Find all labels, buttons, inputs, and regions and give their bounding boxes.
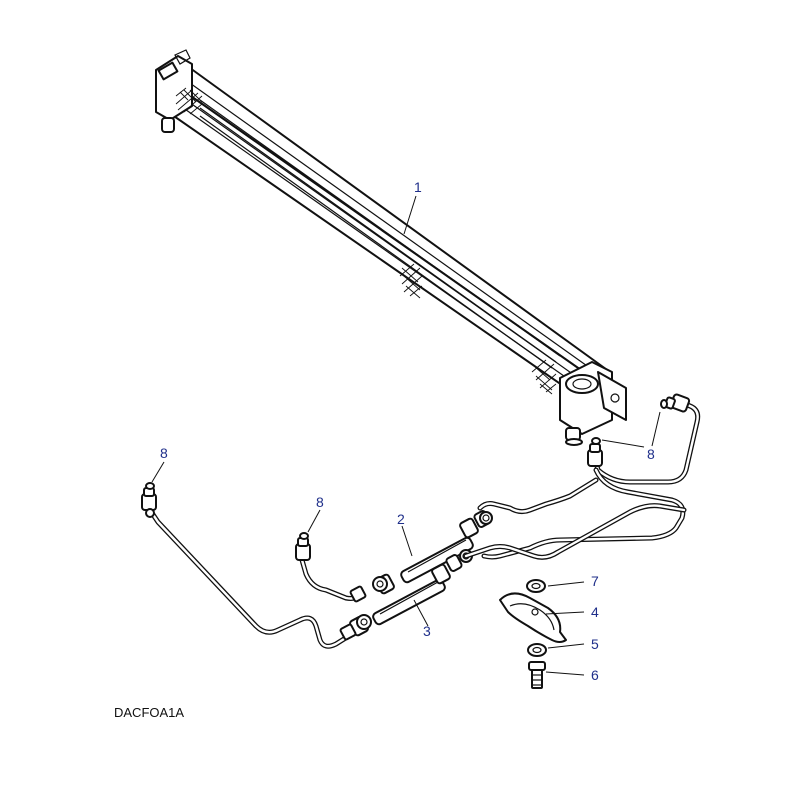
- callout-6: 6: [591, 667, 599, 683]
- callouts: 1 2 3 4 5 6 7 8 8 8: [160, 179, 655, 683]
- pipe-left-fitting: [141, 487, 157, 518]
- pipe-middle: [463, 503, 687, 560]
- leader-8c: [307, 509, 321, 533]
- leader-5: [547, 643, 585, 649]
- leader-8a: [651, 411, 661, 447]
- diagram-code: DACFOA1A: [114, 705, 184, 720]
- hose-lower: [349, 549, 473, 637]
- pipe-short-nut: [349, 585, 367, 603]
- o-ring-middle-left: [299, 532, 309, 540]
- leader-2: [401, 525, 413, 557]
- callout-7: 7: [591, 573, 599, 589]
- clamp-bracket: [499, 592, 567, 643]
- hose-upper: [372, 510, 493, 595]
- fin-hatch-right: [531, 359, 557, 395]
- o-ring-cooler-outlet: [591, 437, 601, 445]
- bolt: [528, 661, 546, 689]
- o-ring-left: [145, 482, 155, 490]
- callout-8-right: 8: [647, 446, 655, 462]
- pipe-long-nut: [339, 623, 357, 641]
- leader-lines: [151, 195, 661, 676]
- leader-6: [545, 671, 585, 676]
- fin-hatch-middle: [399, 263, 423, 299]
- leader-8a-b: [601, 439, 645, 448]
- leader-8b: [151, 461, 165, 483]
- leader-4: [545, 611, 585, 615]
- leader-1: [403, 195, 417, 235]
- callout-8-left: 8: [160, 445, 168, 461]
- leader-7: [547, 581, 585, 587]
- cooler-pipe-upper: [593, 399, 701, 485]
- callout-8-middle: 8: [316, 494, 324, 510]
- callout-5: 5: [591, 636, 599, 652]
- washer-upper: [526, 579, 546, 593]
- oil-cooler: [155, 49, 627, 446]
- callout-2: 2: [397, 511, 405, 527]
- callout-4: 4: [591, 604, 599, 620]
- pipe-left-long: [147, 507, 355, 649]
- leader-3: [413, 599, 429, 627]
- o-ring-upper-right: [660, 399, 668, 409]
- callout-1: 1: [414, 179, 422, 195]
- washer-lower: [527, 643, 547, 657]
- pipe-short-fitting: [295, 537, 311, 561]
- cooler-pipe-upper-to-hose2: [477, 477, 599, 515]
- fin-hatch-left: [175, 87, 203, 115]
- callout-3: 3: [423, 623, 431, 639]
- pipe-fitting-upper-right: [664, 393, 691, 413]
- pipe-fitting-cooler-outlet: [587, 443, 603, 467]
- cooler-pipe-upper-return: [481, 467, 686, 560]
